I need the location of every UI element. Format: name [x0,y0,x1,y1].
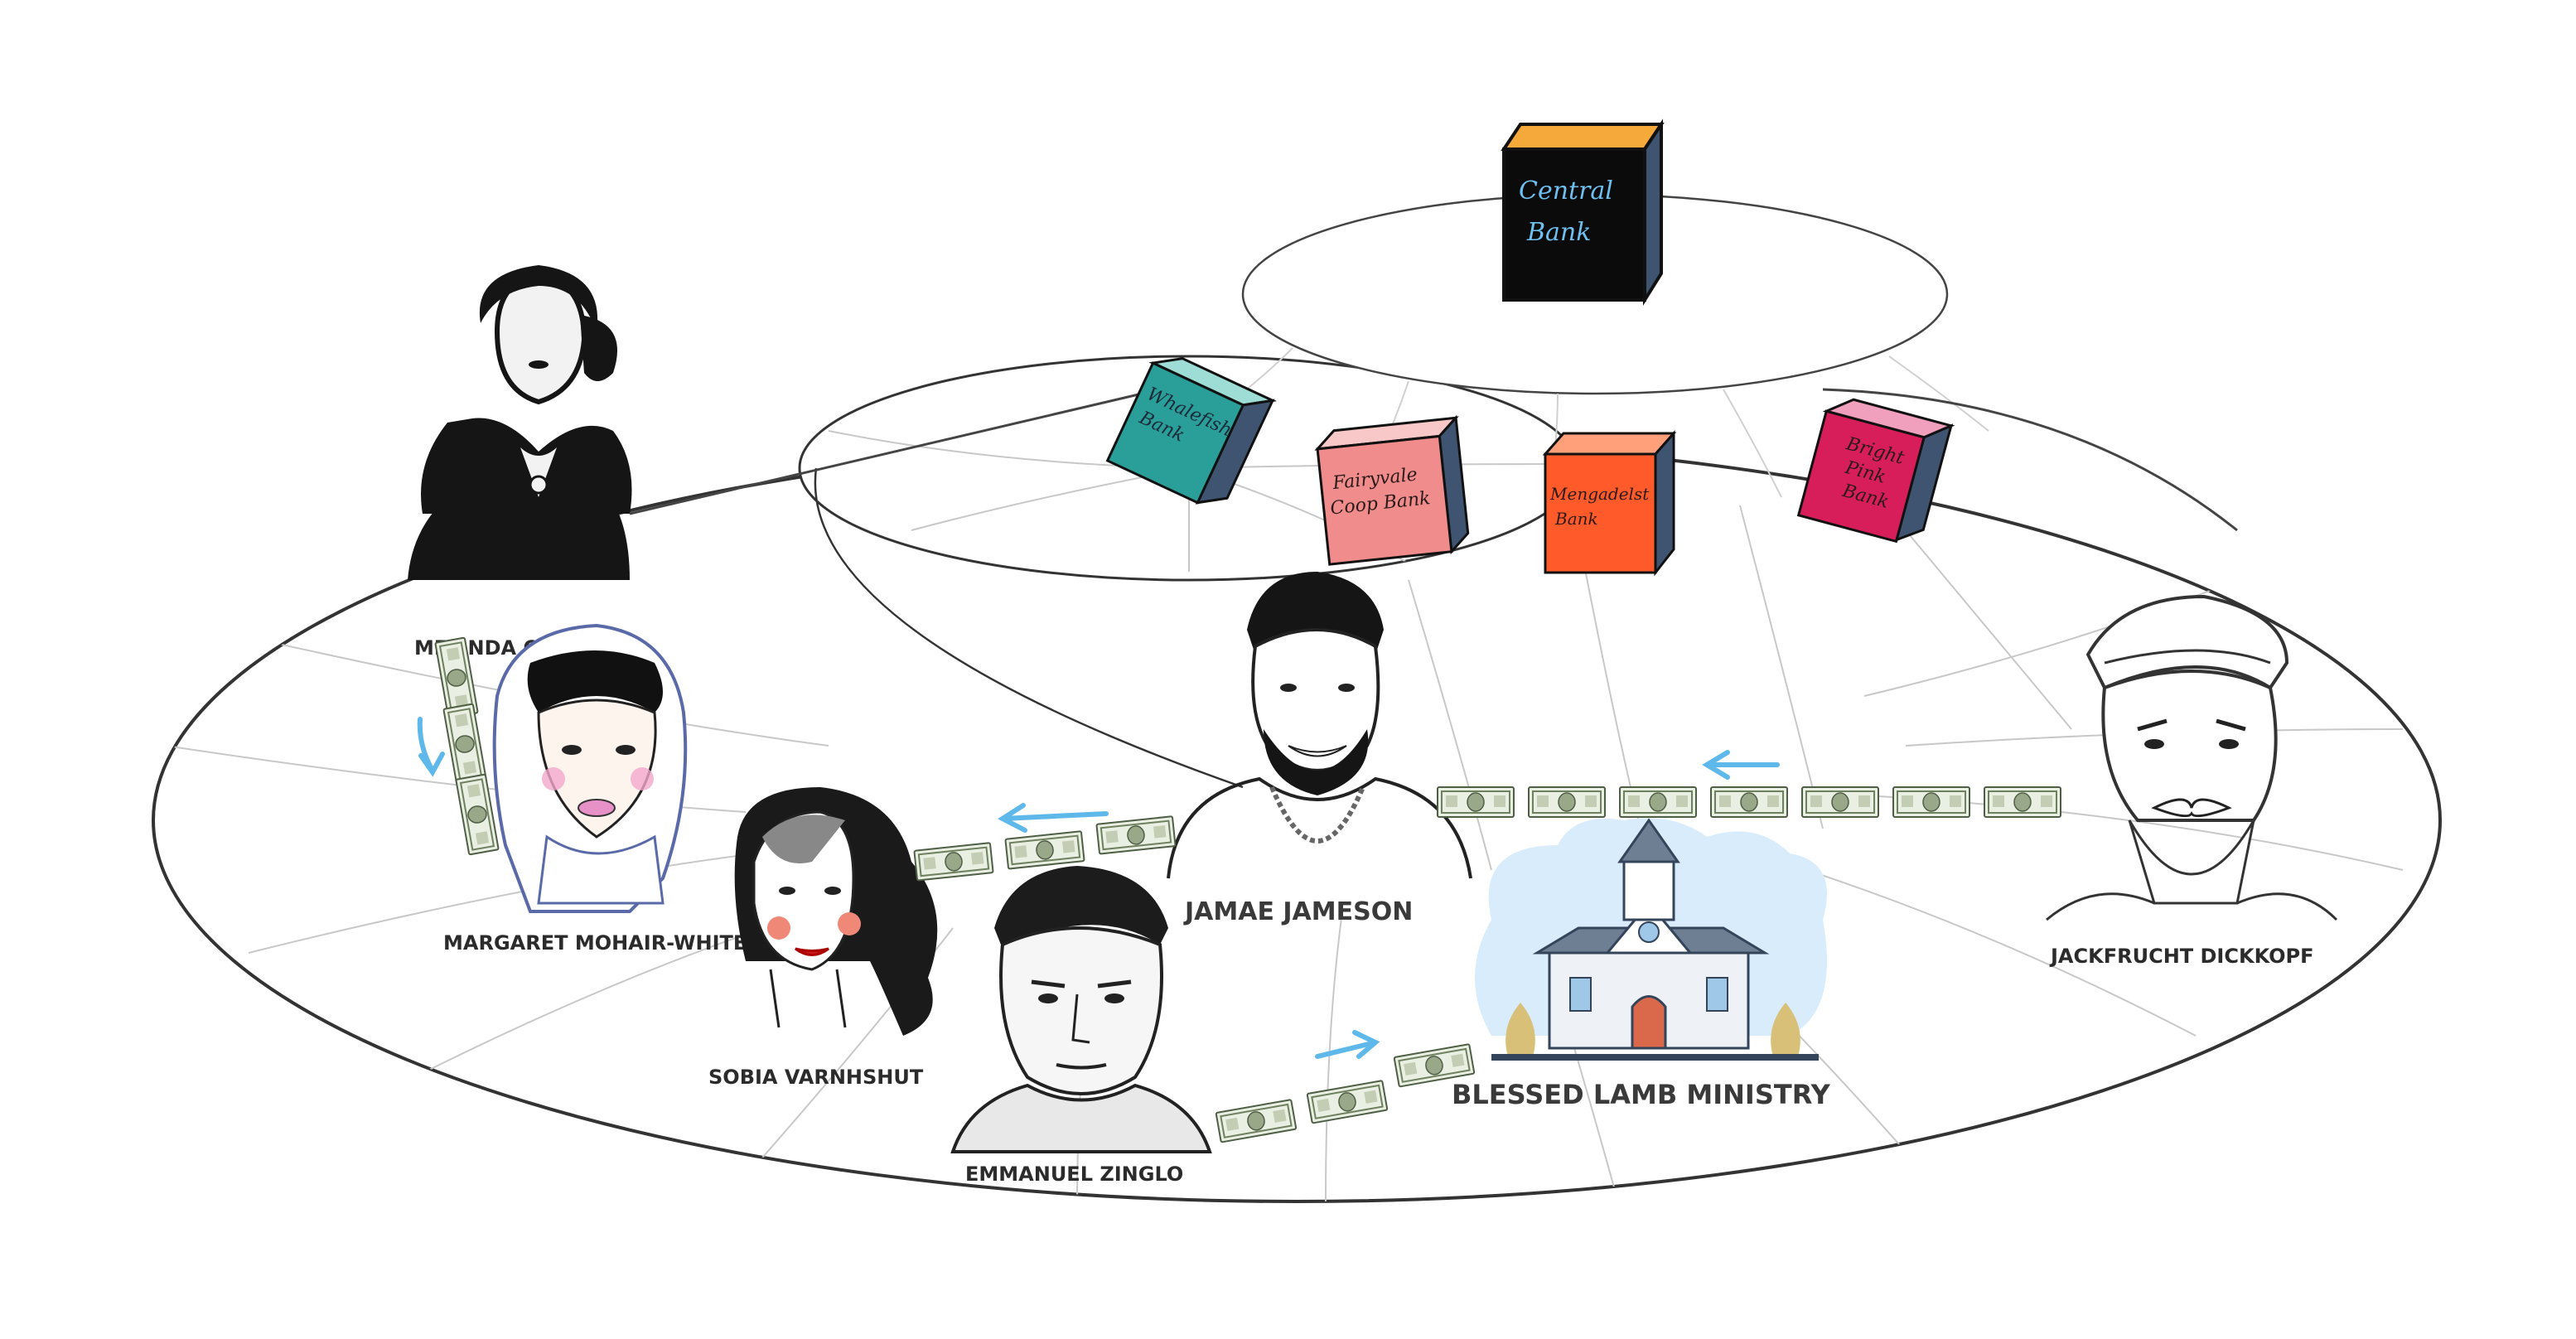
ministry-label: BLESSED LAMB MINISTRY [1452,1079,1831,1110]
central-bank-side [1643,118,1663,306]
mengadelst-bank-label-line1: Mengadelst [1549,484,1650,504]
melinda-portrait[interactable] [408,265,632,580]
arrow-right-icon [1315,1030,1380,1059]
margaret-label: MARGARET MOHAIR-WHITE [443,931,747,955]
jackfrucht-portrait[interactable] [2046,594,2338,921]
arrow-left-icon [998,803,1109,833]
blessed-lamb-ministry[interactable] [1475,818,1827,1061]
emmanuel-portrait[interactable] [950,866,1212,1153]
sobia-label: SOBIA VARNHSHUT [708,1066,924,1089]
whalefish-bank[interactable]: Whalefish Bank [1105,348,1278,513]
mengadelst-bank-label-line2: Bank [1554,509,1598,529]
sobia-portrait[interactable] [734,787,938,1036]
central-bank-label-line2: Bank [1526,218,1591,247]
jackfrucht-label: JACKFRUCHT DICKKOPF [2049,945,2313,968]
jamae-label: JAMAE JAMESON [1183,897,1413,926]
central-bank-label-line1: Central [1519,176,1613,205]
arrow-left-icon [1702,750,1780,780]
margaret-portrait[interactable] [492,623,688,913]
bright-pink-bank[interactable]: Bright Pink Bank [1796,394,1955,548]
central-bank-front [1502,147,1646,302]
jamae-portrait[interactable] [1167,572,1472,879]
bills-jackfrucht-to-ministry [1437,786,2061,818]
connector-lines [629,388,2238,532]
central-bank[interactable]: Central Bank [1501,118,1665,306]
arrow-down-icon [417,717,445,777]
flow-arrows [417,717,1780,1059]
emmanuel-label: EMMANUEL ZINGLO [965,1163,1183,1186]
fairyvale-coop-bank[interactable]: Fairyvale Coop Bank [1314,414,1470,566]
mengadelst-bank[interactable]: Mengadelst Bank [1542,430,1677,577]
central-bank-top [1501,123,1665,151]
